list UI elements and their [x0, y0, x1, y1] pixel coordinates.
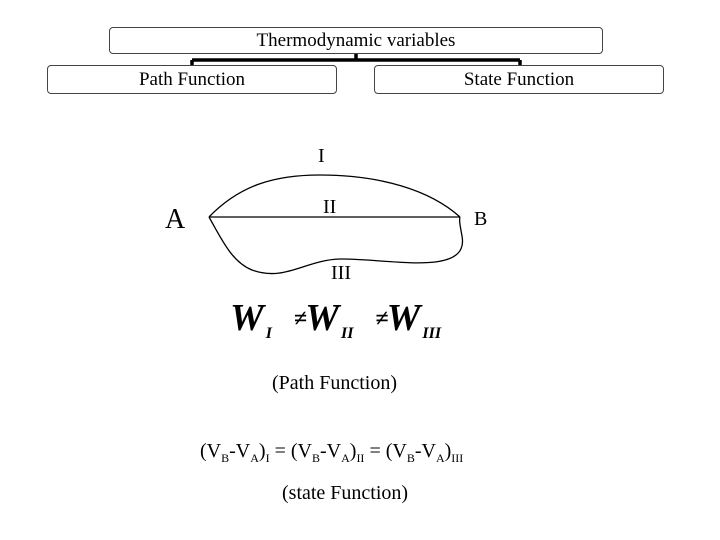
- term-open: (V: [290, 440, 312, 462]
- equals-sign: =: [269, 440, 291, 462]
- thermodynamic-variables-box: Thermodynamic variables: [109, 27, 603, 54]
- sub-b: B: [221, 451, 230, 465]
- sub-a: A: [250, 451, 259, 465]
- path-iii-label: III: [331, 262, 351, 284]
- hierarchy-connector: [190, 54, 522, 65]
- work-subscript-1: I: [265, 325, 273, 342]
- minus-v: -V: [229, 440, 251, 462]
- state-function-label: State Function: [463, 69, 575, 90]
- close-paren: ): [258, 440, 266, 462]
- thermodynamic-variables-label: Thermodynamic variables: [256, 30, 456, 51]
- equals-sign: =: [364, 440, 386, 462]
- path-ii-label: II: [323, 196, 337, 218]
- work-subscript-3: III: [422, 325, 442, 342]
- volume-equation: (VB-VA)I = (VB-VA)II = (VB-VA)III: [200, 440, 463, 466]
- path-i-curve: [208, 174, 461, 218]
- sub-b: B: [406, 451, 415, 465]
- work-symbol-2: W: [305, 297, 339, 339]
- path-sub-i: I: [265, 451, 270, 465]
- path-sub-ii: II: [356, 451, 365, 465]
- work-subscript-2: II: [341, 325, 354, 342]
- state-function-caption: (state Function): [282, 482, 409, 504]
- term-open: (V: [385, 440, 407, 462]
- path-function-label: Path Function: [138, 69, 246, 90]
- minus-v: -V: [319, 440, 342, 462]
- path-function-box: Path Function: [47, 65, 337, 94]
- sub-a: A: [435, 451, 445, 465]
- not-equal-icon: ≠: [294, 306, 308, 332]
- work-symbol-3: W: [386, 297, 421, 339]
- point-a-label: A: [165, 204, 186, 235]
- state-function-box: State Function: [374, 65, 664, 94]
- not-equal-icon: ≠: [375, 306, 389, 332]
- path-function-caption: (Path Function): [272, 372, 397, 394]
- term-open: (V: [200, 440, 222, 462]
- path-sub-iii: III: [451, 451, 464, 465]
- sub-a: A: [341, 451, 350, 465]
- minus-v: -V: [414, 440, 436, 462]
- path-i-label: I: [318, 145, 325, 167]
- close-paren: ): [349, 440, 357, 462]
- sub-b: B: [311, 451, 320, 465]
- work-symbol-1: W: [230, 297, 264, 339]
- close-paren: ): [444, 440, 452, 462]
- path-iii-curve: [208, 216, 463, 275]
- point-b-label: B: [474, 208, 488, 230]
